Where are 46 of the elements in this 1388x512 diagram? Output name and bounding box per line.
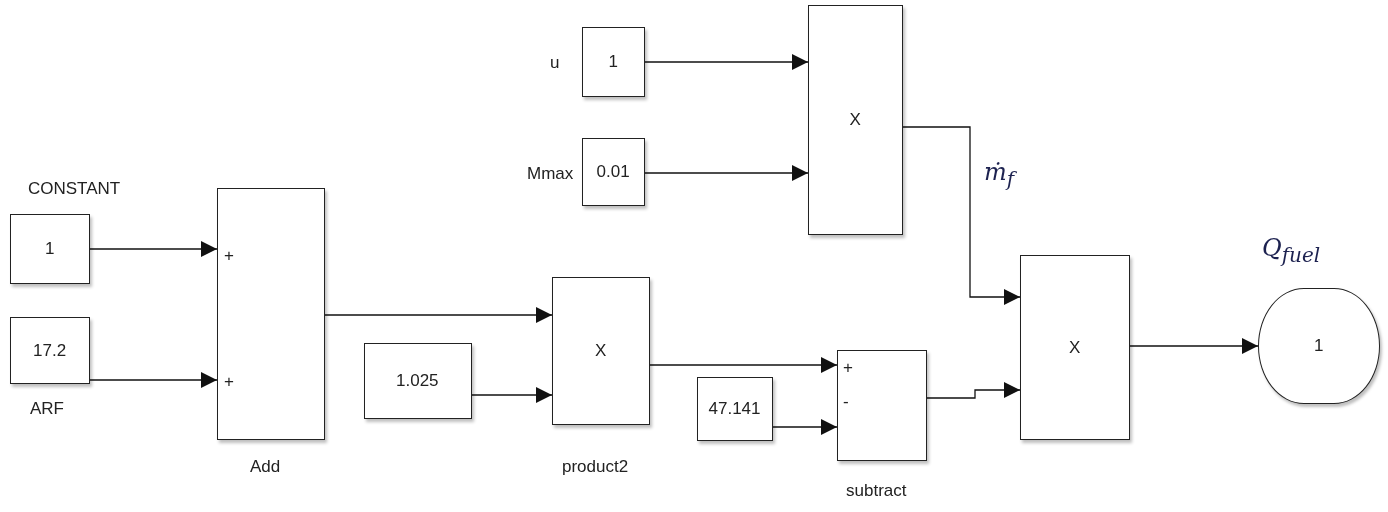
port-sign: + [224,247,234,264]
operator-symbol: X [595,342,607,359]
block-label: Mmax [527,165,574,182]
block-label: product2 [562,458,629,475]
block-label: Add [250,458,281,475]
block-value: 1 [45,240,55,257]
constant-block [697,377,773,441]
block-value: 17.2 [33,341,67,359]
signal-arrow [471,387,553,403]
signal-arrow [89,241,218,257]
port-sign: - [843,393,849,410]
block-label: CONSTANT [28,180,121,197]
product-block [552,277,650,425]
block-value: 0.01 [596,163,630,180]
constant-block [582,27,645,97]
operator-symbol: X [849,111,861,128]
signal-arrow [644,54,809,70]
constant-block [364,343,472,419]
constant-block [10,317,90,384]
constant-block [10,214,90,284]
block-label: ARF [30,400,64,417]
signal-label: ṁ$_{f}$ [984,160,1015,189]
output-port-block [1258,288,1380,404]
block-value: 1 [1314,337,1324,354]
block-value: 1 [608,53,618,70]
block-value: 47.141 [708,400,761,417]
product-block [1020,255,1130,440]
signal-label: Q$_{fuel}$ [1262,236,1321,265]
port-sign: + [843,359,853,376]
signal-arrow [902,126,1021,305]
port-sign: + [224,373,234,390]
operator-symbol: X [1069,338,1081,356]
signal-arrow [649,357,838,373]
signal-arrow [324,307,553,323]
product-block [808,5,903,235]
block-value: 1.025 [396,372,439,389]
signal-arrow [644,165,809,181]
signal-arrow [772,419,838,435]
block-label: u [550,54,560,71]
signal-arrow [926,382,1021,399]
block-label: subtract [846,482,907,499]
signal-arrow [1129,338,1259,354]
sum-block [837,350,927,461]
signal-arrow [89,372,218,388]
sum-block [217,188,325,440]
constant-block [582,138,645,206]
